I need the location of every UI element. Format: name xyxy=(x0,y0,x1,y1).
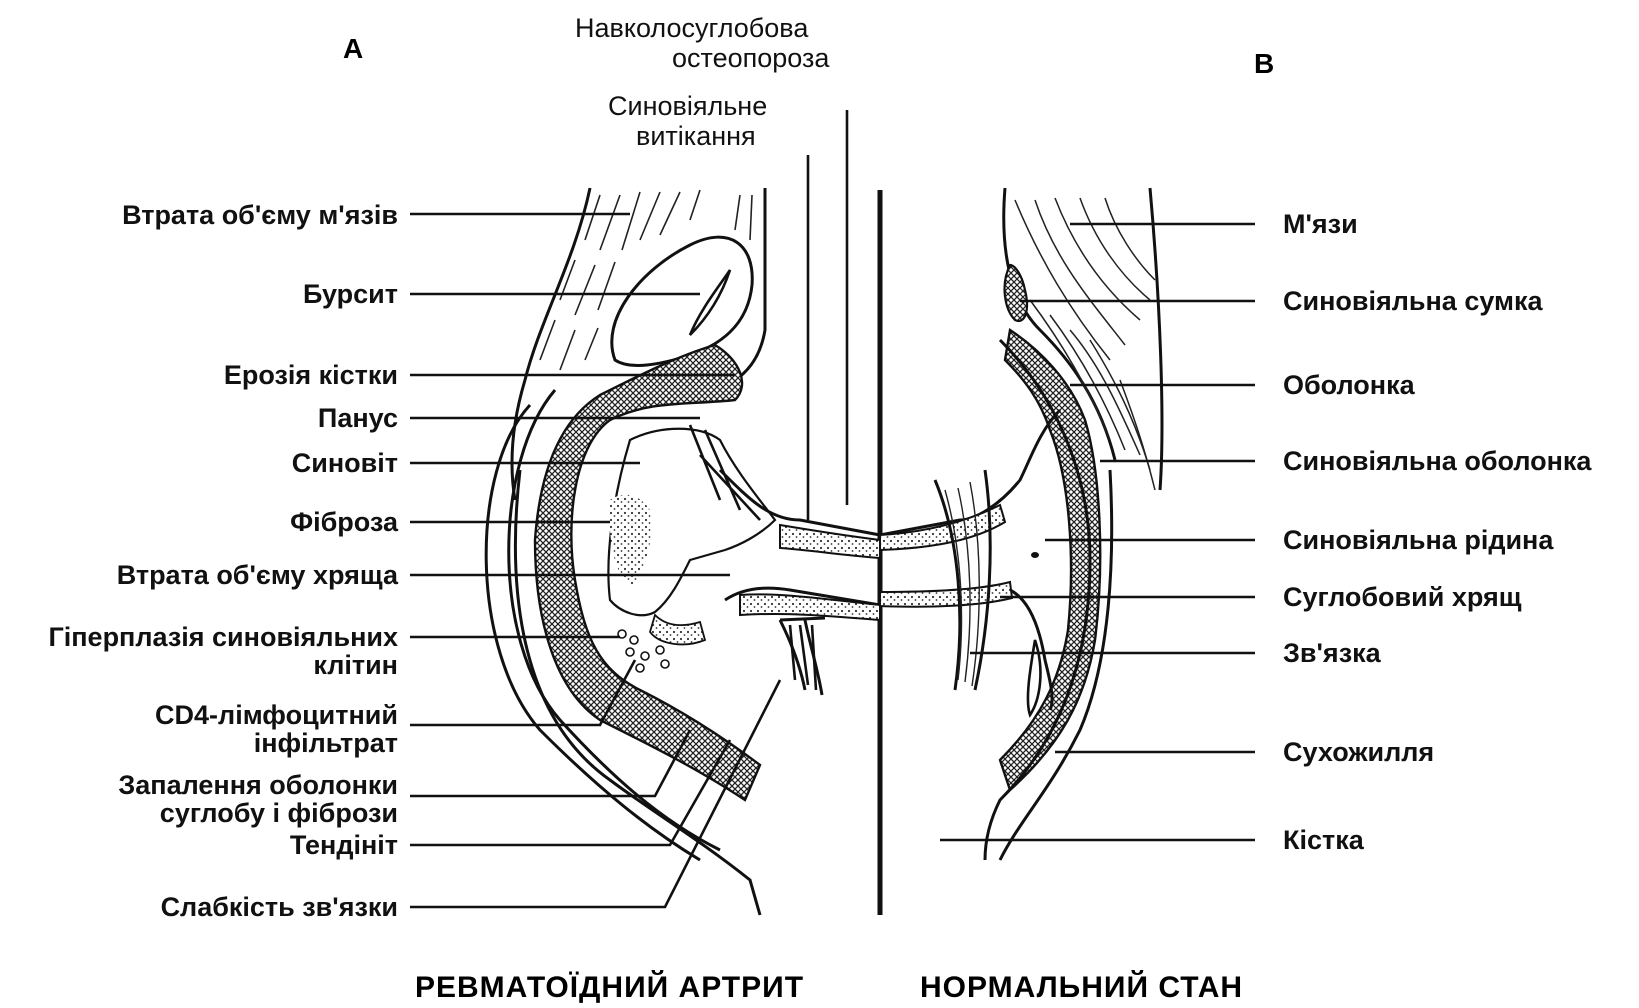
normal-joint-drawing xyxy=(880,188,1162,860)
label-ligament-laxity: Слабкість зв'язки xyxy=(161,892,398,922)
label-osteoporosis-line1: Навколосуглобова xyxy=(575,13,809,43)
label-synovial-fluid: Синовіяльна рідина xyxy=(1283,525,1554,555)
label-synovial-bursa: Синовіяльна сумка xyxy=(1283,286,1543,316)
normal-bursa xyxy=(1005,265,1027,321)
label-effusion-line2: витікання xyxy=(636,121,756,151)
label-synovitis: Синовіт xyxy=(292,448,398,478)
label-muscle-atrophy: Втрата об'єму м'язів xyxy=(122,200,398,230)
label-capsule: Оболонка xyxy=(1283,370,1416,400)
label-synovial-hyperplasia-line2: клітин xyxy=(313,650,398,680)
label-synovial-membrane: Синовіяльна оболонка xyxy=(1283,446,1592,476)
caption-normal-state: НОРМАЛЬНИЙ СТАН xyxy=(920,970,1243,1004)
label-tendinitis: Тендініт xyxy=(290,830,398,860)
left-leader-lines xyxy=(410,214,780,907)
label-effusion-line1: Синовіяльне xyxy=(608,91,767,121)
panel-label-b: B xyxy=(1254,48,1274,79)
label-bone: Кістка xyxy=(1283,825,1365,855)
label-capsule-inflammation-line2: суглобу і фібрози xyxy=(160,798,398,828)
normal-ligament xyxy=(935,470,990,690)
label-capsule-inflammation-line1: Запалення оболонки xyxy=(118,770,398,800)
label-bursitis: Бурсит xyxy=(303,279,398,309)
label-fibrosis: Фіброза xyxy=(290,507,399,537)
label-cd4-line1: CD4-лімфоцитний xyxy=(155,700,398,730)
left-labels: Втрата об'єму м'язів Бурсит Ерозія кістк… xyxy=(48,200,399,922)
label-pannus: Панус xyxy=(318,403,398,433)
label-bone-erosion: Ерозія кістки xyxy=(224,360,398,390)
label-tendon: Сухожилля xyxy=(1283,737,1434,767)
ra-bursa xyxy=(612,237,752,365)
label-synovial-hyperplasia-line1: Гіперплазія синовіяльних xyxy=(48,622,398,652)
label-ligament: Зв'язка xyxy=(1283,638,1382,668)
label-cd4-line2: інфільтрат xyxy=(254,728,398,758)
label-articular-cartilage: Суглобовий хрящ xyxy=(1283,582,1522,612)
label-osteoporosis-line2: остеопороза xyxy=(672,43,830,73)
label-cartilage-loss: Втрата об'єму хряща xyxy=(117,560,399,590)
right-labels: М'язи Синовіяльна сумка Оболонка Синовія… xyxy=(1283,209,1592,855)
ra-joint-drawing xyxy=(486,188,880,915)
panel-label-a: A xyxy=(343,33,363,64)
caption-rheumatoid-arthritis: РЕВМАТОЇДНИЙ АРТРИТ xyxy=(415,970,804,1004)
label-muscles: М'язи xyxy=(1283,209,1358,239)
